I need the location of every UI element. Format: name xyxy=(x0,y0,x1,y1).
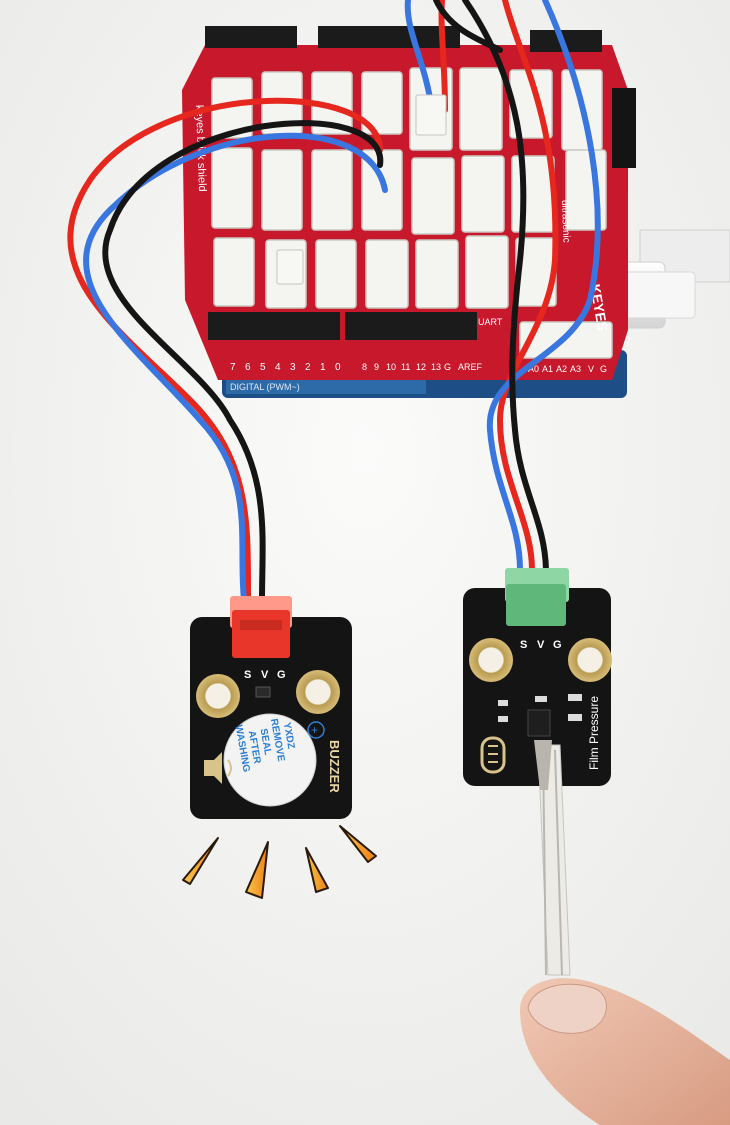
buzzer-title: BUZZER xyxy=(327,740,342,793)
pin-labels-right: 8 9 10 11 12 13 G AREF xyxy=(362,362,483,372)
shield-name-label: keyes brick shield xyxy=(193,105,208,192)
pressure-title: Film Pressure xyxy=(587,696,601,770)
digital-header-label: DIGITAL (PWM~) xyxy=(230,382,300,392)
pressure-wires xyxy=(462,0,601,573)
svg-text:V: V xyxy=(588,364,594,374)
svg-text:9: 9 xyxy=(374,362,379,372)
keyes-brick-shield: KEYES ultrasonic keyes brick shield UART… xyxy=(182,26,636,380)
film-sensor-strip xyxy=(534,740,571,976)
mount-hole-left xyxy=(196,674,240,718)
svg-text:YXDZ: YXDZ xyxy=(281,722,296,750)
svg-text:10: 10 xyxy=(386,362,396,372)
buzzer-module: S V G YXDZ REMOVE SEAL AFTER WASHING + B… xyxy=(190,596,352,819)
svg-text:G: G xyxy=(277,669,286,681)
header-top-right xyxy=(530,30,602,52)
mount-hole-right xyxy=(296,670,340,714)
svg-text:A3: A3 xyxy=(570,364,581,374)
svg-text:A0: A0 xyxy=(528,364,539,374)
svg-text:0: 0 xyxy=(335,362,341,373)
buzzer-wires xyxy=(67,97,388,603)
buzzer-sticker-text: YXDZ REMOVE SEAL AFTER WASHING xyxy=(233,718,297,773)
pin-labels-side: A0 A1 A2 A3 V G xyxy=(528,364,607,374)
svg-text:3: 3 xyxy=(290,362,296,373)
header-top-left xyxy=(205,26,297,48)
svg-text:G: G xyxy=(444,362,451,372)
svg-text:AREF: AREF xyxy=(458,362,483,372)
pressure-mount-left xyxy=(469,638,513,682)
svg-text:1: 1 xyxy=(320,362,326,373)
svg-text:6: 6 xyxy=(245,362,251,373)
svg-text:4: 4 xyxy=(275,362,281,373)
svg-text:V: V xyxy=(537,639,545,651)
svg-text:V: V xyxy=(261,669,269,681)
sound-mark-4 xyxy=(339,825,377,863)
svg-text:13: 13 xyxy=(431,362,441,372)
svg-text:12: 12 xyxy=(416,362,426,372)
header-digital-0-7 xyxy=(208,312,340,340)
sound-mark-2 xyxy=(245,841,269,899)
pressure-sensor-icon xyxy=(480,736,506,774)
pressure-connector xyxy=(506,584,566,626)
board-label-strip xyxy=(226,378,426,394)
pressure-module: S V G Film Pressure xyxy=(463,568,612,786)
svg-text:8: 8 xyxy=(362,362,367,372)
header-digital-8-13 xyxy=(345,312,477,340)
power-jack xyxy=(612,88,636,168)
svg-text:7: 7 xyxy=(230,362,236,373)
header-top-middle xyxy=(318,26,460,48)
svg-text:G: G xyxy=(600,364,607,374)
svg-text:S: S xyxy=(244,669,251,681)
svg-text:G: G xyxy=(553,639,562,651)
sound-mark-3 xyxy=(305,847,329,893)
buzzer-connector xyxy=(232,610,290,658)
usb-cable-icon xyxy=(604,229,730,329)
sound-marks xyxy=(182,825,377,899)
smd-components xyxy=(498,694,582,722)
ultrasonic-label: ultrasonic xyxy=(559,200,571,243)
shield-plug-buzzer xyxy=(276,249,304,285)
buzzer-pin-labels: S V G xyxy=(244,669,286,681)
sticker-plus-symbol: + xyxy=(311,723,318,737)
uart-label: UART xyxy=(478,317,503,327)
shield-plug-upper xyxy=(415,94,447,136)
sound-mark-1 xyxy=(182,837,219,885)
finger-icon xyxy=(520,978,730,1125)
svg-text:2: 2 xyxy=(305,362,311,373)
svg-text:S: S xyxy=(520,639,527,651)
pressure-pin-labels: S V G xyxy=(520,639,562,651)
svg-text:SEAL: SEAL xyxy=(258,728,273,756)
pressure-mount-right xyxy=(568,638,612,682)
pin-labels-left: 7 6 5 4 3 2 1 0 xyxy=(230,362,341,373)
svg-text:5: 5 xyxy=(260,362,266,373)
svg-text:A2: A2 xyxy=(556,364,567,374)
svg-text:11: 11 xyxy=(401,362,410,372)
svg-text:A1: A1 xyxy=(542,364,553,374)
buzzer-sound-icon xyxy=(204,752,232,784)
buzzer-sticker xyxy=(223,713,317,807)
